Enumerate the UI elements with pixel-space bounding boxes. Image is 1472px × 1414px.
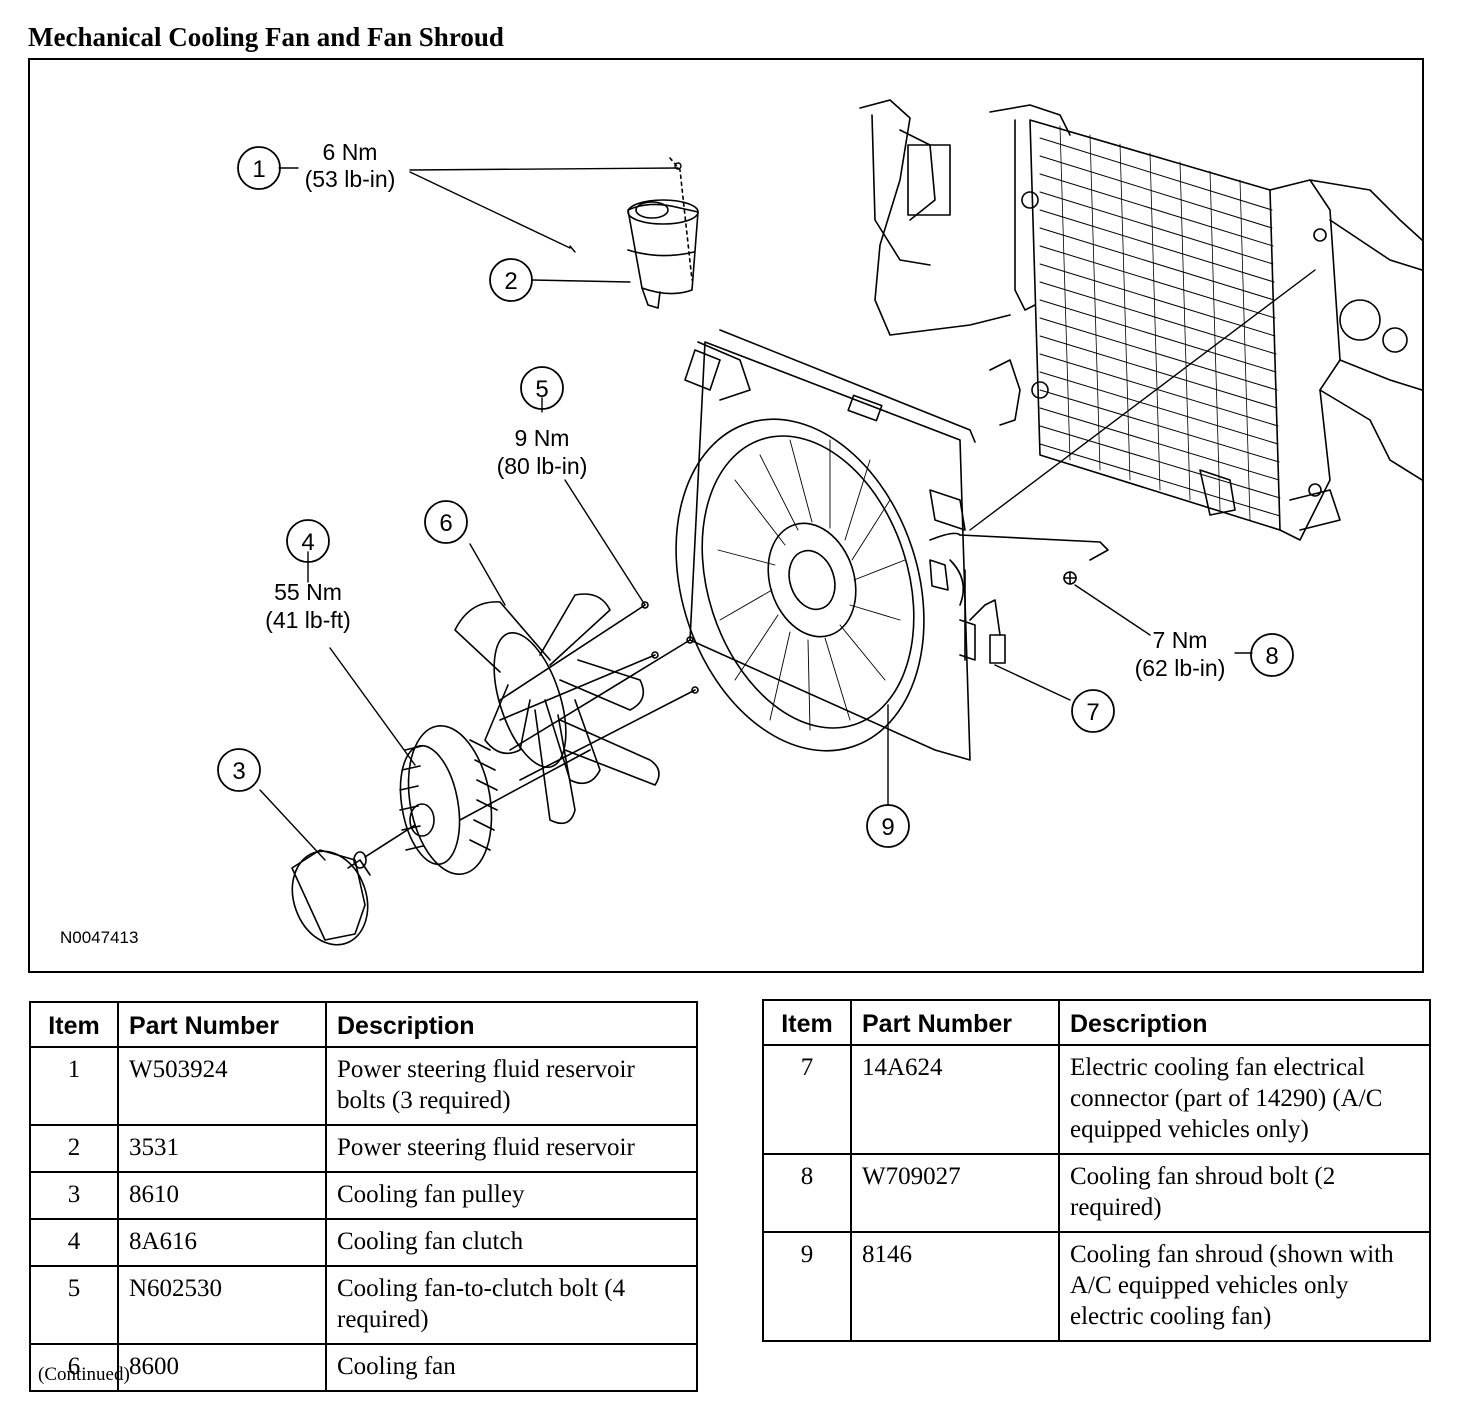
cooling-fan-blades <box>454 593 660 825</box>
cell-part-number: N602530 <box>117 1265 327 1345</box>
electrical-connector <box>929 532 1109 664</box>
cell-description: Cooling fan shroud bolt (2 required) <box>1058 1153 1431 1233</box>
callout-circle-2 <box>489 258 533 302</box>
cell-description: Cooling fan pulley <box>325 1171 698 1220</box>
callout-circle-9 <box>866 804 910 848</box>
exploded-view-drawing: 1 2 3 4 5 6 7 8 9 6 Nm (53 lb-in) 9 Nm (… <box>60 99 1422 947</box>
fan-to-clutch-bolts <box>459 601 699 821</box>
table-row: 8 W709027 Cooling fan shroud bolt (2 req… <box>762 1153 1431 1233</box>
figure-id: N0047413 <box>60 928 138 947</box>
cell-description: Power steering fluid reservoir <box>325 1124 698 1173</box>
radiator-front-structure <box>859 99 1422 541</box>
cooling-fan-shroud <box>675 329 976 761</box>
cell-part-number: 8A616 <box>117 1218 327 1267</box>
callout-5-torque-nm: 9 Nm <box>515 425 570 451</box>
callout-7-number: 7 <box>1086 699 1099 726</box>
callout-4-torque-nm: 55 Nm <box>274 579 342 605</box>
table-row: 2 3531 Power steering fluid reservoir <box>29 1124 698 1173</box>
cell-part-number: 8610 <box>117 1171 327 1220</box>
power-steering-reservoir <box>627 157 699 309</box>
cell-description: Cooling fan shroud (shown with A/C equip… <box>1058 1231 1431 1342</box>
cell-item: 2 <box>29 1124 119 1173</box>
cell-part-number: 8600 <box>117 1343 327 1392</box>
callout-circle-7 <box>1071 689 1115 733</box>
header-description: Description <box>325 1001 698 1048</box>
cell-item: 9 <box>762 1231 852 1342</box>
callout-5-number: 5 <box>535 376 548 403</box>
table-row: 5 N602530 Cooling fan-to-clutch bolt (4 … <box>29 1265 698 1345</box>
callout-circle-4 <box>286 519 330 563</box>
cell-item: 5 <box>29 1265 119 1345</box>
cell-description: Cooling fan <box>325 1343 698 1392</box>
parts-table-right: Item Part Number Description 7 14A624 El… <box>762 999 1431 1342</box>
cell-description: Cooling fan-to-clutch bolt (4 required) <box>325 1265 698 1345</box>
cooling-fan-clutch <box>399 725 498 875</box>
cell-item: 3 <box>29 1171 119 1220</box>
header-item: Item <box>762 999 852 1046</box>
cell-part-number: W503924 <box>117 1046 327 1126</box>
table-header-row: Item Part Number Description <box>762 999 1431 1046</box>
callout-circle-1 <box>237 146 281 190</box>
cell-item: 4 <box>29 1218 119 1267</box>
cell-description: Cooling fan clutch <box>325 1218 698 1267</box>
callout-1-number: 1 <box>252 156 265 183</box>
callout-2-number: 2 <box>504 268 517 295</box>
cell-item: 1 <box>29 1046 119 1126</box>
cell-item: 6 <box>29 1343 119 1392</box>
callout-1-torque-imperial: (53 lb-in) <box>305 166 396 192</box>
callout-circle-3 <box>217 748 261 792</box>
table-row: 6 8600 Cooling fan <box>29 1343 698 1392</box>
header-part-number: Part Number <box>117 1001 327 1048</box>
cell-description: Power steering fluid reservoir bolts (3 … <box>325 1046 698 1126</box>
table-row: 1 W503924 Power steering fluid reservoir… <box>29 1046 698 1126</box>
parts-table-left: Item Part Number Description 1 W503924 P… <box>29 1001 698 1392</box>
callout-9-number: 9 <box>881 814 894 841</box>
cell-item: 8 <box>762 1153 852 1233</box>
callout-leaders <box>259 162 1316 861</box>
cell-description: Electric cooling fan electrical connecto… <box>1058 1044 1431 1155</box>
callout-8-torque-imperial: (62 lb-in) <box>1135 655 1226 681</box>
callout-1-torque-nm: 6 Nm <box>323 139 378 165</box>
callout-circles <box>217 146 1294 848</box>
exploded-view-figure: 1 2 3 4 5 6 7 8 9 6 Nm (53 lb-in) 9 Nm (… <box>28 58 1424 973</box>
table-row: 9 8146 Cooling fan shroud (shown with A/… <box>762 1231 1431 1342</box>
table-header-row: Item Part Number Description <box>29 1001 698 1048</box>
callout-circle-8 <box>1250 633 1294 677</box>
continued-note: (Continued) <box>38 1364 130 1385</box>
cooling-fan-pulley <box>291 824 416 946</box>
table-row: 3 8610 Cooling fan pulley <box>29 1171 698 1220</box>
callout-3-number: 3 <box>232 758 245 785</box>
callout-circle-5 <box>520 366 564 410</box>
callout-4-number: 4 <box>301 529 314 556</box>
callout-4-torque-imperial: (41 lb-ft) <box>265 607 351 633</box>
callout-5-torque-imperial: (80 lb-in) <box>497 453 588 479</box>
callout-6-number: 6 <box>439 510 452 537</box>
cell-part-number: 8146 <box>850 1231 1060 1342</box>
cell-part-number: 14A624 <box>850 1044 1060 1155</box>
page-title: Mechanical Cooling Fan and Fan Shroud <box>28 22 504 52</box>
callout-8-torque-nm: 7 Nm <box>1153 627 1208 653</box>
cell-item: 7 <box>762 1044 852 1155</box>
shroud-bolt <box>1063 571 1077 585</box>
cell-part-number: 3531 <box>117 1124 327 1173</box>
callout-circle-6 <box>424 500 468 544</box>
table-row: 7 14A624 Electric cooling fan electrical… <box>762 1044 1431 1155</box>
cell-part-number: W709027 <box>850 1153 1060 1233</box>
header-item: Item <box>29 1001 119 1048</box>
header-part-number: Part Number <box>850 999 1060 1046</box>
table-row: 4 8A616 Cooling fan clutch <box>29 1218 698 1267</box>
callout-8-number: 8 <box>1265 643 1278 670</box>
header-description: Description <box>1058 999 1431 1046</box>
